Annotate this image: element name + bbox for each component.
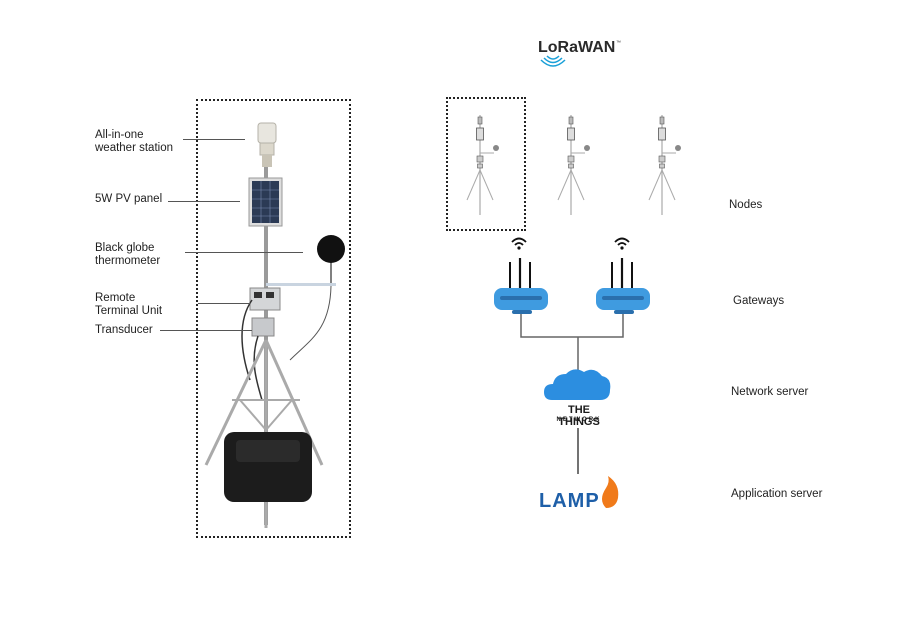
label-application-server: Application server [731,488,823,500]
leader-weather-station [183,139,245,140]
lorawan-logo-text: LoRaWAN [538,39,615,56]
lamp-logo: LAMP [539,476,619,512]
leader-rtu [198,303,250,304]
black-globe [317,235,345,263]
sensor-node-icon [648,115,681,215]
sensor-node-icon [466,115,499,215]
label-globe-thermometer: Black globe thermometer [95,242,161,267]
cloud-icon [544,369,611,400]
weather-station-head [257,122,277,167]
wifi-signal-icon [614,237,630,250]
sensor-node-icon [557,115,590,215]
ttn-logo-subtitle: NETWORK [556,417,602,423]
label-network-server: Network server [731,386,809,398]
label-gateways: Gateways [733,295,785,307]
svg-text:LAMP: LAMP [539,490,600,512]
trademark-mark: ™ [616,40,621,46]
wifi-signal-icon [511,237,527,250]
node-highlight-frame [446,97,526,231]
leader-pv-panel [168,201,240,202]
leader-transducer [160,330,252,331]
gateway-router-icon [596,258,650,314]
label-transducer: Transducer [95,324,153,336]
ttn-logo-title: THE THINGS [558,404,600,428]
leader-globe-thermometer [185,252,303,253]
lorawan-logo: LoRaWAN ™ [536,36,626,71]
gateway-router-icon [494,258,548,314]
label-pv-panel: 5W PV panel [95,193,163,205]
weather-station-frame [196,99,351,538]
label-rtu: Remote Terminal Unit [95,292,163,317]
flame-icon [602,476,619,508]
label-nodes: Nodes [729,199,763,211]
label-weather-station: All-in-one weather station [95,129,173,154]
lorawan-wave-icon [540,55,566,67]
pv-panel [248,177,283,227]
